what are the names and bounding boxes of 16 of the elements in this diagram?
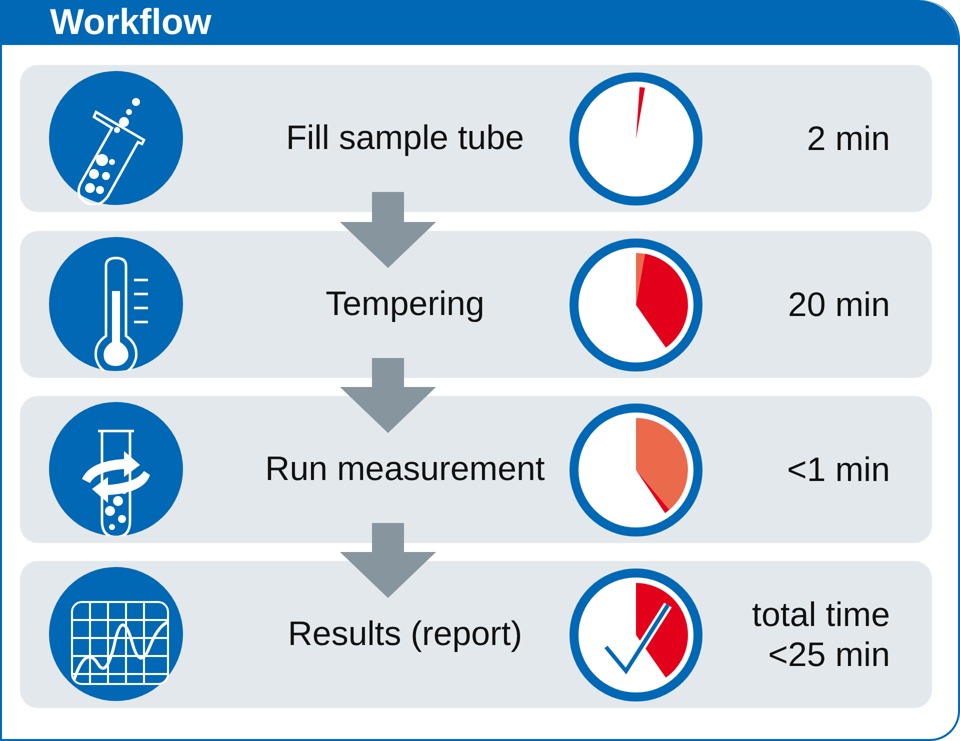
duration-label: 2 min (806, 118, 890, 158)
duration-label: total time <25 min (751, 594, 890, 674)
step-label: Tempering (326, 285, 484, 324)
duration-label: <1 min (787, 450, 890, 490)
step-label: Run measurement (265, 450, 545, 489)
block-arrow (340, 523, 436, 598)
step-band (20, 231, 932, 378)
step-label: Fill sample tube (286, 119, 524, 158)
step-label: Results (report) (288, 615, 522, 654)
step-band (20, 65, 932, 212)
block-arrow (340, 358, 436, 433)
step-band (20, 396, 932, 543)
title: Workflow (50, 2, 212, 42)
duration-label: 20 min (788, 284, 890, 324)
block-arrow (340, 192, 436, 268)
step-band (20, 561, 932, 708)
